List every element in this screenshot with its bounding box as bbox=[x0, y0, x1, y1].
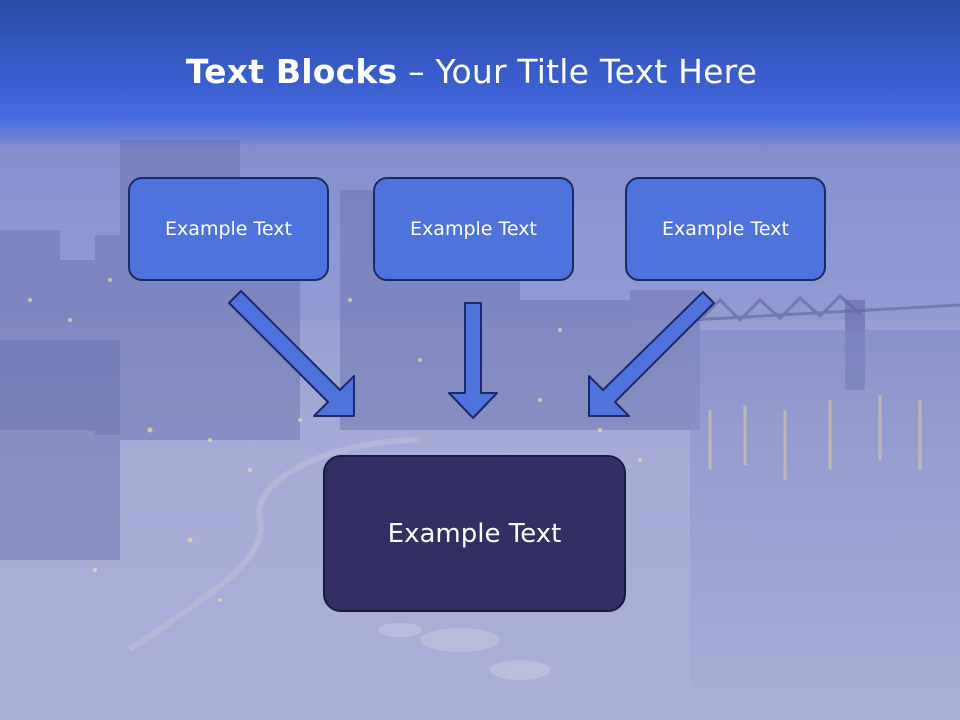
arrow-right bbox=[588, 291, 715, 417]
text-block-label: Example Text bbox=[662, 218, 789, 240]
text-block-1[interactable]: Example Text bbox=[128, 177, 329, 281]
text-block-label: Example Text bbox=[165, 218, 292, 240]
text-block-3[interactable]: Example Text bbox=[625, 177, 826, 281]
title-dash: – bbox=[397, 52, 436, 91]
title-bold-part: Text Blocks bbox=[185, 52, 398, 91]
arrow-middle bbox=[448, 302, 498, 419]
title-rest: Your Title Text Here bbox=[435, 52, 758, 91]
title-bar bbox=[0, 0, 960, 150]
main-text-block-label: Example Text bbox=[387, 518, 562, 549]
slide-title: Text Blocks – Your Title Text Here bbox=[0, 52, 943, 91]
text-block-label: Example Text bbox=[410, 218, 537, 240]
arrow-left bbox=[228, 290, 355, 417]
main-text-block[interactable]: Example Text bbox=[323, 455, 626, 612]
text-block-2[interactable]: Example Text bbox=[373, 177, 574, 281]
